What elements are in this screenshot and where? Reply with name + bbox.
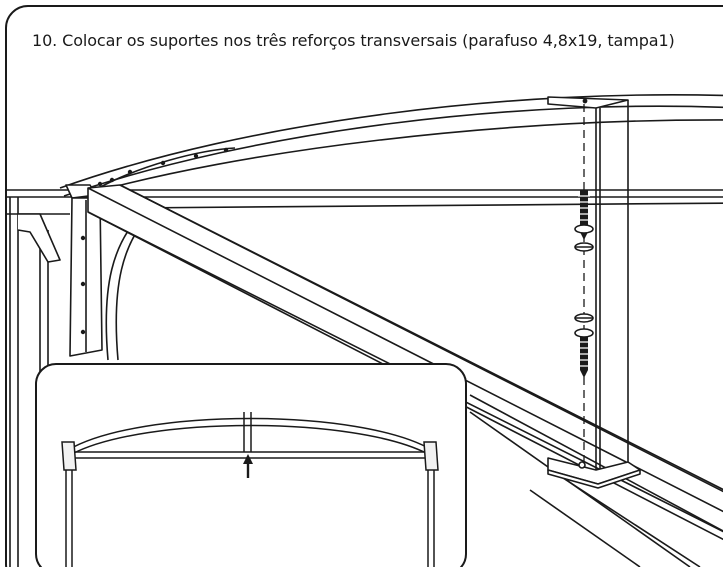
up-arrow-icon (243, 454, 253, 478)
inset-detail (35, 363, 467, 567)
step-instruction: 10. Colocar os suportes nos três reforço… (32, 31, 675, 50)
arched-rafter (59, 94, 723, 197)
cap-icon (574, 313, 594, 338)
screw-icon (578, 190, 590, 240)
vertical-support-bracket (547, 96, 641, 489)
cap-icon (574, 224, 594, 252)
